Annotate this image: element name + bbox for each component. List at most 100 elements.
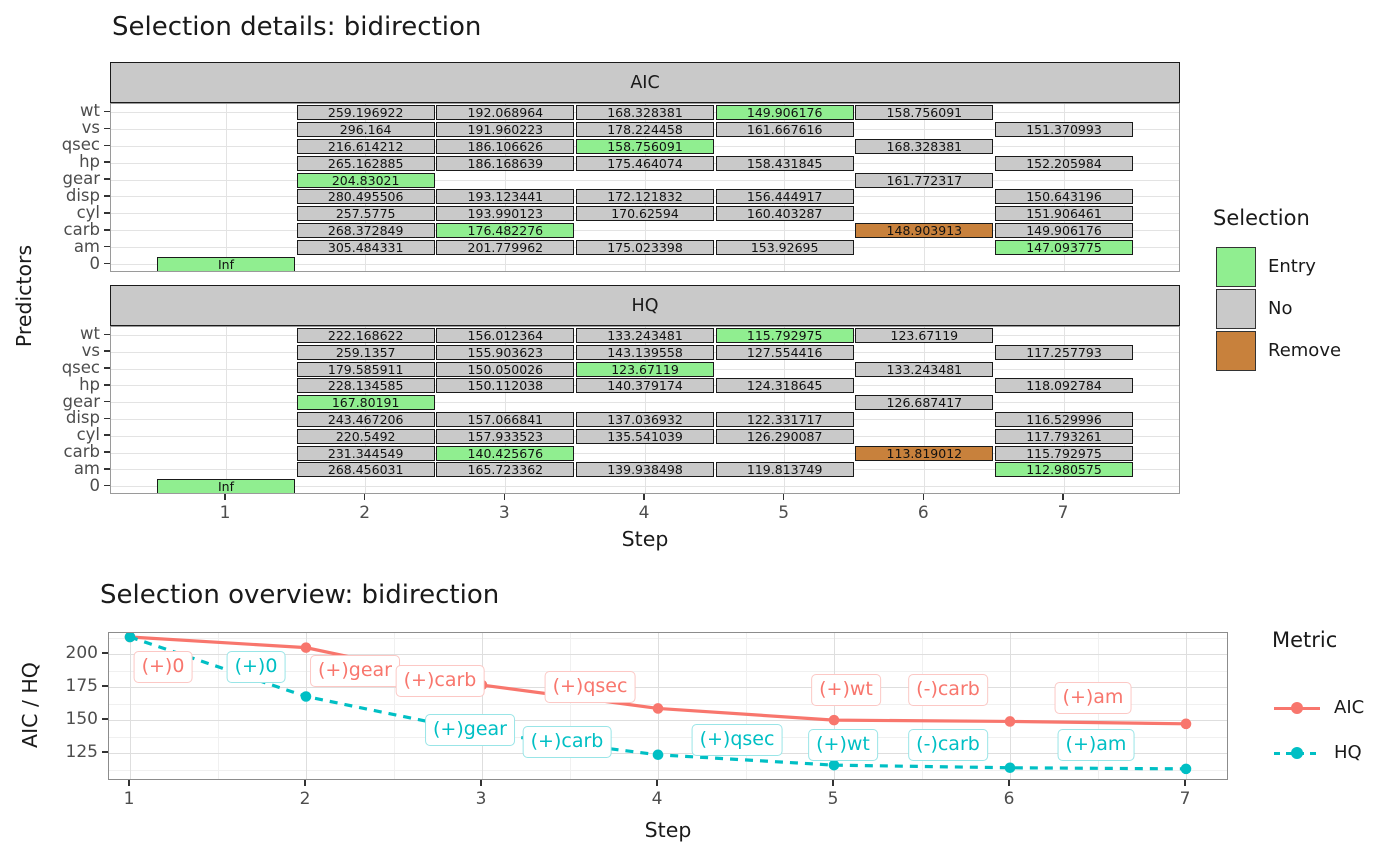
x-tick-label: 4	[638, 503, 650, 523]
x-tick-label: 6	[1003, 789, 1015, 809]
details-cell-aic-qsec-s2: 216.614212	[296, 138, 435, 154]
point-label-aic-step6: (-)carb	[908, 674, 988, 706]
details-cell-hq-gear-s2: 167.80191	[296, 395, 435, 411]
x-tick-label: 7	[1057, 503, 1069, 523]
y-axis-tick	[104, 195, 110, 197]
details-cell-hq-cyl-s7: 117.793261	[995, 428, 1133, 444]
details-x-axis-title: Step	[621, 527, 669, 551]
details-cell-aic-carb-s6: 148.903913	[855, 223, 994, 239]
details-cell-hq-vs-s2: 259.1357	[296, 344, 435, 360]
details-cell-aic-am-s3: 201.779962	[436, 240, 575, 256]
y-axis-tick	[102, 652, 108, 654]
y-axis-tick	[104, 333, 110, 336]
x-tick-label: 6	[917, 503, 929, 523]
x-tick-label: 5	[778, 503, 790, 523]
x-axis-tick	[224, 494, 226, 500]
details-cell-hq-qsec-s6: 133.243481	[855, 361, 994, 377]
grid-line-minor	[109, 736, 1227, 738]
details-cell-hq-carb-s6: 113.819012	[855, 445, 994, 461]
legend-swatch-no	[1216, 289, 1256, 329]
facet-strip-aic: AIC	[110, 62, 1180, 103]
overview-y-axis-title: AIC / HQ	[18, 662, 42, 748]
selection-overview-figure: Selection overview: bidirection AIC / HQ…	[0, 560, 1400, 865]
details-cell-hq-am-s3: 165.723362	[436, 462, 575, 478]
grid-line	[111, 264, 1179, 266]
point-label-hq-step3: (+)carb	[522, 726, 612, 758]
grid-line	[784, 104, 786, 271]
details-cell-aic-am-s7: 147.093775	[995, 240, 1133, 256]
details-cell-aic-wt-s3: 192.068964	[436, 104, 575, 120]
x-axis-tick	[363, 494, 366, 500]
x-axis-tick	[1184, 780, 1186, 786]
predictor-label: qsec	[61, 135, 100, 155]
x-tick-label: 5	[827, 789, 839, 809]
grid-line	[111, 452, 1179, 454]
y-axis-tick	[102, 718, 108, 720]
y-axis-tick	[104, 468, 110, 470]
grid-line	[129, 633, 131, 779]
details-cell-aic-wt-s2: 259.196922	[296, 104, 435, 120]
predictor-label: gear	[62, 169, 100, 189]
details-cell-hq-wt-s6: 123.67119	[855, 327, 994, 343]
details-cell-aic-am-s5: 153.92695	[715, 240, 854, 256]
grid-line	[111, 179, 1179, 181]
y-axis-tick	[104, 262, 110, 265]
grid-line-minor	[109, 670, 1227, 672]
details-cell-aic-hp-s4: 175.464074	[576, 155, 714, 171]
grid-line	[784, 327, 786, 493]
predictor-label: wt	[80, 101, 100, 121]
point-label-hq-step7: (+)am	[1057, 729, 1135, 761]
selection-legend-title: Selection	[1213, 206, 1310, 230]
data-point-hq-step1	[124, 633, 136, 643]
x-tick-label: 2	[299, 789, 311, 809]
predictor-label: am	[73, 236, 100, 256]
grid-line-minor	[109, 637, 1227, 639]
legend-point-aic	[1291, 702, 1303, 714]
overview-series-svg	[124, 633, 1192, 775]
x-axis-tick	[782, 494, 785, 500]
predictor-label: vs	[81, 118, 100, 138]
details-cell-aic-vs-s4: 178.224458	[576, 121, 714, 137]
details-cell-hq-qsec-s2: 179.585911	[296, 361, 435, 377]
details-cell-hq-disp-s2: 243.467206	[296, 411, 435, 427]
predictor-label: qsec	[61, 358, 100, 377]
predictor-label: cyl	[76, 425, 100, 445]
legend-label-aic: AIC	[1334, 697, 1365, 718]
grid-line	[1009, 633, 1011, 779]
details-cell-aic-carb-s2: 268.372849	[296, 223, 435, 239]
details-cell-hq-am-s4: 139.938498	[576, 462, 714, 478]
point-label-aic-step2: (+)gear	[310, 655, 400, 687]
data-point-aic-step5	[828, 714, 840, 726]
details-cell-hq-carb-s7: 115.792975	[995, 445, 1133, 461]
grid-line-minor	[218, 633, 219, 779]
details-cell-hq-cyl-s4: 135.541039	[576, 428, 714, 444]
point-label-hq-step5: (+)wt	[808, 729, 878, 761]
point-label-aic-step1: (+)0	[133, 651, 193, 683]
x-tick-label: 7	[1179, 789, 1191, 809]
grid-line	[305, 633, 307, 779]
details-cell-aic-wt-s5: 149.906176	[715, 104, 854, 120]
y-tick-label: 150	[65, 709, 98, 729]
point-label-aic-step4: (+)qsec	[544, 671, 636, 703]
details-cell-hq-cyl-s5: 126.290087	[715, 428, 854, 444]
y-axis-tick	[104, 161, 110, 163]
details-cell-hq-hp-s4: 140.379174	[576, 378, 714, 394]
legend-label-hq: HQ	[1334, 742, 1362, 763]
grid-line	[1063, 104, 1065, 271]
y-axis-tick	[102, 685, 108, 687]
grid-line-minor	[746, 633, 747, 779]
details-cell-hq-disp-s4: 137.036932	[576, 411, 714, 427]
details-cell-aic-disp-s2: 280.495506	[296, 189, 435, 205]
legend-label-entry: Entry	[1268, 256, 1316, 277]
y-axis-tick	[102, 751, 108, 753]
details-title: Selection details: bidirection	[112, 12, 482, 42]
details-cell-aic-cyl-s3: 193.990123	[436, 206, 575, 222]
details-cell-aic-hp-s2: 265.162885	[296, 155, 435, 171]
y-axis-tick	[104, 400, 110, 403]
details-cell-aic-cyl-s5: 160.403287	[715, 206, 854, 222]
y-axis-tick	[104, 350, 110, 352]
selection-details-figure: Selection details: bidirection Predictor…	[12, 12, 1341, 551]
details-cell-aic-disp-s4: 172.121832	[576, 189, 714, 205]
details-cell-hq-qsec-s4: 123.67119	[576, 361, 714, 377]
details-cell-hq-qsec-s3: 150.050026	[436, 361, 575, 377]
